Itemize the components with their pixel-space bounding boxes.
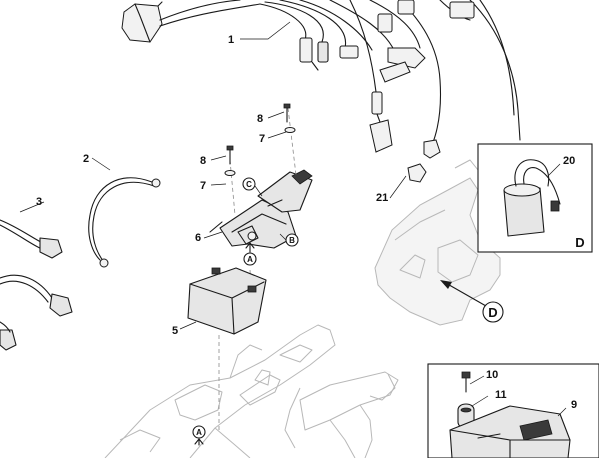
relay-bracket (209, 169, 313, 249)
callout-c: C (242, 177, 256, 191)
arrow-marks (194, 242, 255, 446)
leader-lines (19, 21, 567, 417)
callout-a-top: A (243, 252, 257, 266)
label-part-11: 11 (495, 389, 507, 401)
wiring-harness (121, 0, 521, 159)
part-labels: 1 2 3 5 6 7 8 8 7 21 20 10 11 9 (36, 34, 577, 411)
label-part-3: 3 (36, 196, 42, 208)
label-part-8-lower: 8 (200, 155, 206, 167)
label-part-21: 21 (376, 192, 388, 204)
label-part-7-upper: 7 (259, 133, 265, 145)
callout-a-top-text: A (247, 255, 253, 264)
callout-c-text: C (246, 180, 252, 189)
label-part-20: 20 (563, 155, 575, 167)
callout-b: B (285, 233, 299, 247)
fasteners (224, 103, 296, 176)
callout-b-text: B (289, 236, 295, 245)
rear-fender-ghost (374, 159, 501, 326)
detail-d-box (477, 143, 593, 253)
label-part-8-upper: 8 (257, 113, 263, 125)
detail-d-pointer (440, 280, 487, 307)
ground-cable (88, 177, 161, 268)
callout-a-bottom-text: A (196, 428, 202, 437)
frame-ghost (104, 324, 399, 458)
label-part-7-lower: 7 (200, 180, 206, 192)
battery-cables (0, 219, 73, 351)
battery (187, 267, 267, 335)
callout-d-main: D (482, 301, 504, 323)
callout-d-main-text: D (488, 305, 497, 320)
callout-a-bottom: A (192, 425, 206, 439)
label-part-5: 5 (172, 325, 178, 337)
label-part-10: 10 (486, 369, 498, 381)
label-part-6: 6 (195, 232, 201, 244)
label-part-1: 1 (228, 34, 234, 46)
detail-d-title: D (575, 235, 584, 250)
label-part-9: 9 (571, 399, 577, 411)
detail-ecu-box (427, 363, 599, 458)
label-part-2: 2 (83, 153, 89, 165)
grommet (407, 163, 427, 183)
